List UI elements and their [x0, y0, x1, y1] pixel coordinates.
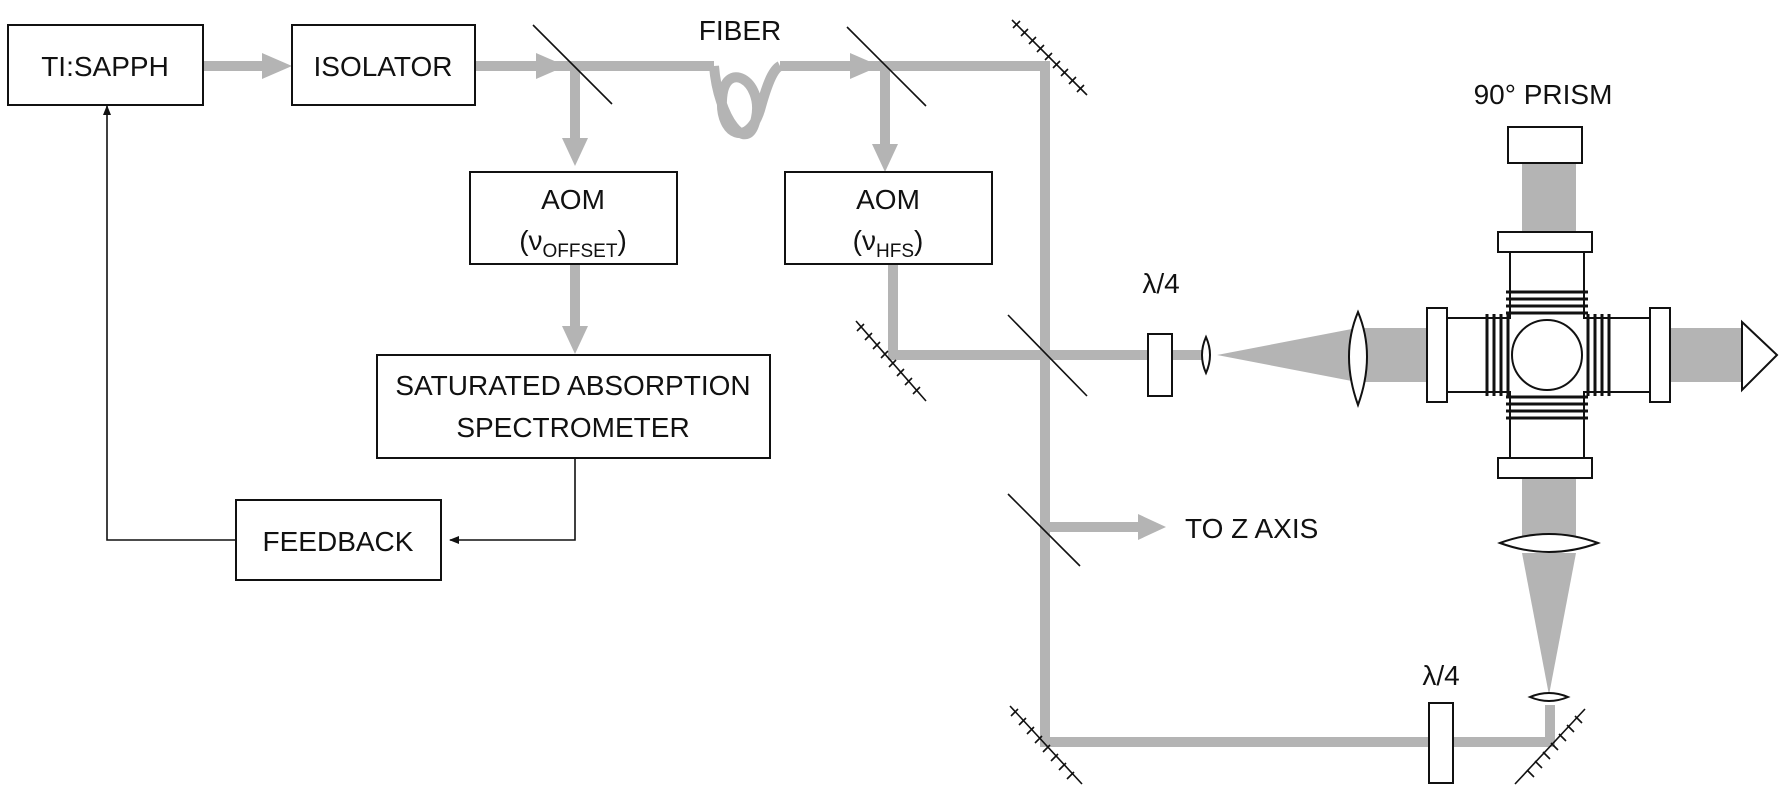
beam-wide-right: [1665, 330, 1745, 380]
prism-icon: [1507, 126, 1583, 164]
mirror-icon: [1011, 19, 1088, 96]
spectrometer-line1: SATURATED ABSORPTION: [395, 370, 750, 401]
beam-arrowhead: [872, 144, 898, 172]
aom-offset-name: AOM: [541, 184, 605, 215]
laser-box: TI:SAPPH: [7, 24, 204, 106]
feedback-label: FEEDBACK: [263, 526, 414, 557]
feedback-box: FEEDBACK: [235, 499, 442, 581]
isolator-label: ISOLATOR: [313, 51, 452, 82]
prism-icon: [1741, 319, 1779, 393]
lens-icon: [1497, 533, 1601, 553]
fiber-label: FIBER: [699, 15, 781, 46]
beam-arrowhead: [1138, 514, 1166, 540]
waveplate-top-label: λ/4: [1142, 268, 1179, 299]
to-z-axis-label: TO Z AXIS: [1185, 513, 1318, 544]
beam-cone-vertical: [1522, 553, 1576, 695]
beam-arrowhead: [562, 326, 588, 354]
spectrometer-box: SATURATED ABSORPTION SPECTROMETER: [376, 354, 771, 459]
fiber-loop-icon: [709, 61, 783, 140]
wire-feedback-to-laser: [103, 105, 236, 541]
beam-arrowhead: [536, 53, 566, 79]
vacuum-chamber-icon: [1426, 231, 1671, 479]
laser-label: TI:SAPPH: [41, 51, 169, 82]
aom-offset-box: AOM (νOFFSET): [469, 171, 678, 265]
waveplate-icon: [1147, 333, 1173, 397]
mirror-icon: [855, 320, 927, 402]
feedback-loop: [103, 105, 576, 544]
beam-arrowhead: [262, 53, 292, 79]
waveplate-icon: [1428, 702, 1454, 784]
beam-arrowhead: [562, 138, 588, 166]
beam-wide-vertical-bottom: [1522, 478, 1576, 543]
lens-icon: [1201, 334, 1211, 376]
mirror-icon: [1009, 705, 1083, 785]
beamsplitter-icon: [1007, 493, 1081, 567]
beam-arrowhead: [850, 53, 880, 79]
isolator-box: ISOLATOR: [291, 24, 476, 106]
aom-hfs-name: AOM: [856, 184, 920, 215]
beam-cone-horizontal: [1217, 328, 1357, 382]
beam-wide-vertical-top: [1522, 163, 1576, 238]
spectrometer-line2: SPECTROMETER: [456, 412, 689, 443]
beamsplitter-icon: [532, 24, 613, 105]
aom-hfs-box: AOM (νHFS): [784, 171, 993, 265]
beamsplitter-icon: [846, 26, 927, 107]
lens-icon: [1527, 692, 1571, 702]
mirror-icon: [1514, 708, 1586, 785]
prism-label: 90° PRISM: [1474, 79, 1613, 110]
wire-spectrometer-to-feedback: [449, 458, 576, 544]
waveplate-bottom-label: λ/4: [1422, 660, 1459, 691]
beamsplitter-icon: [1007, 314, 1088, 397]
lens-icon: [1348, 309, 1368, 408]
